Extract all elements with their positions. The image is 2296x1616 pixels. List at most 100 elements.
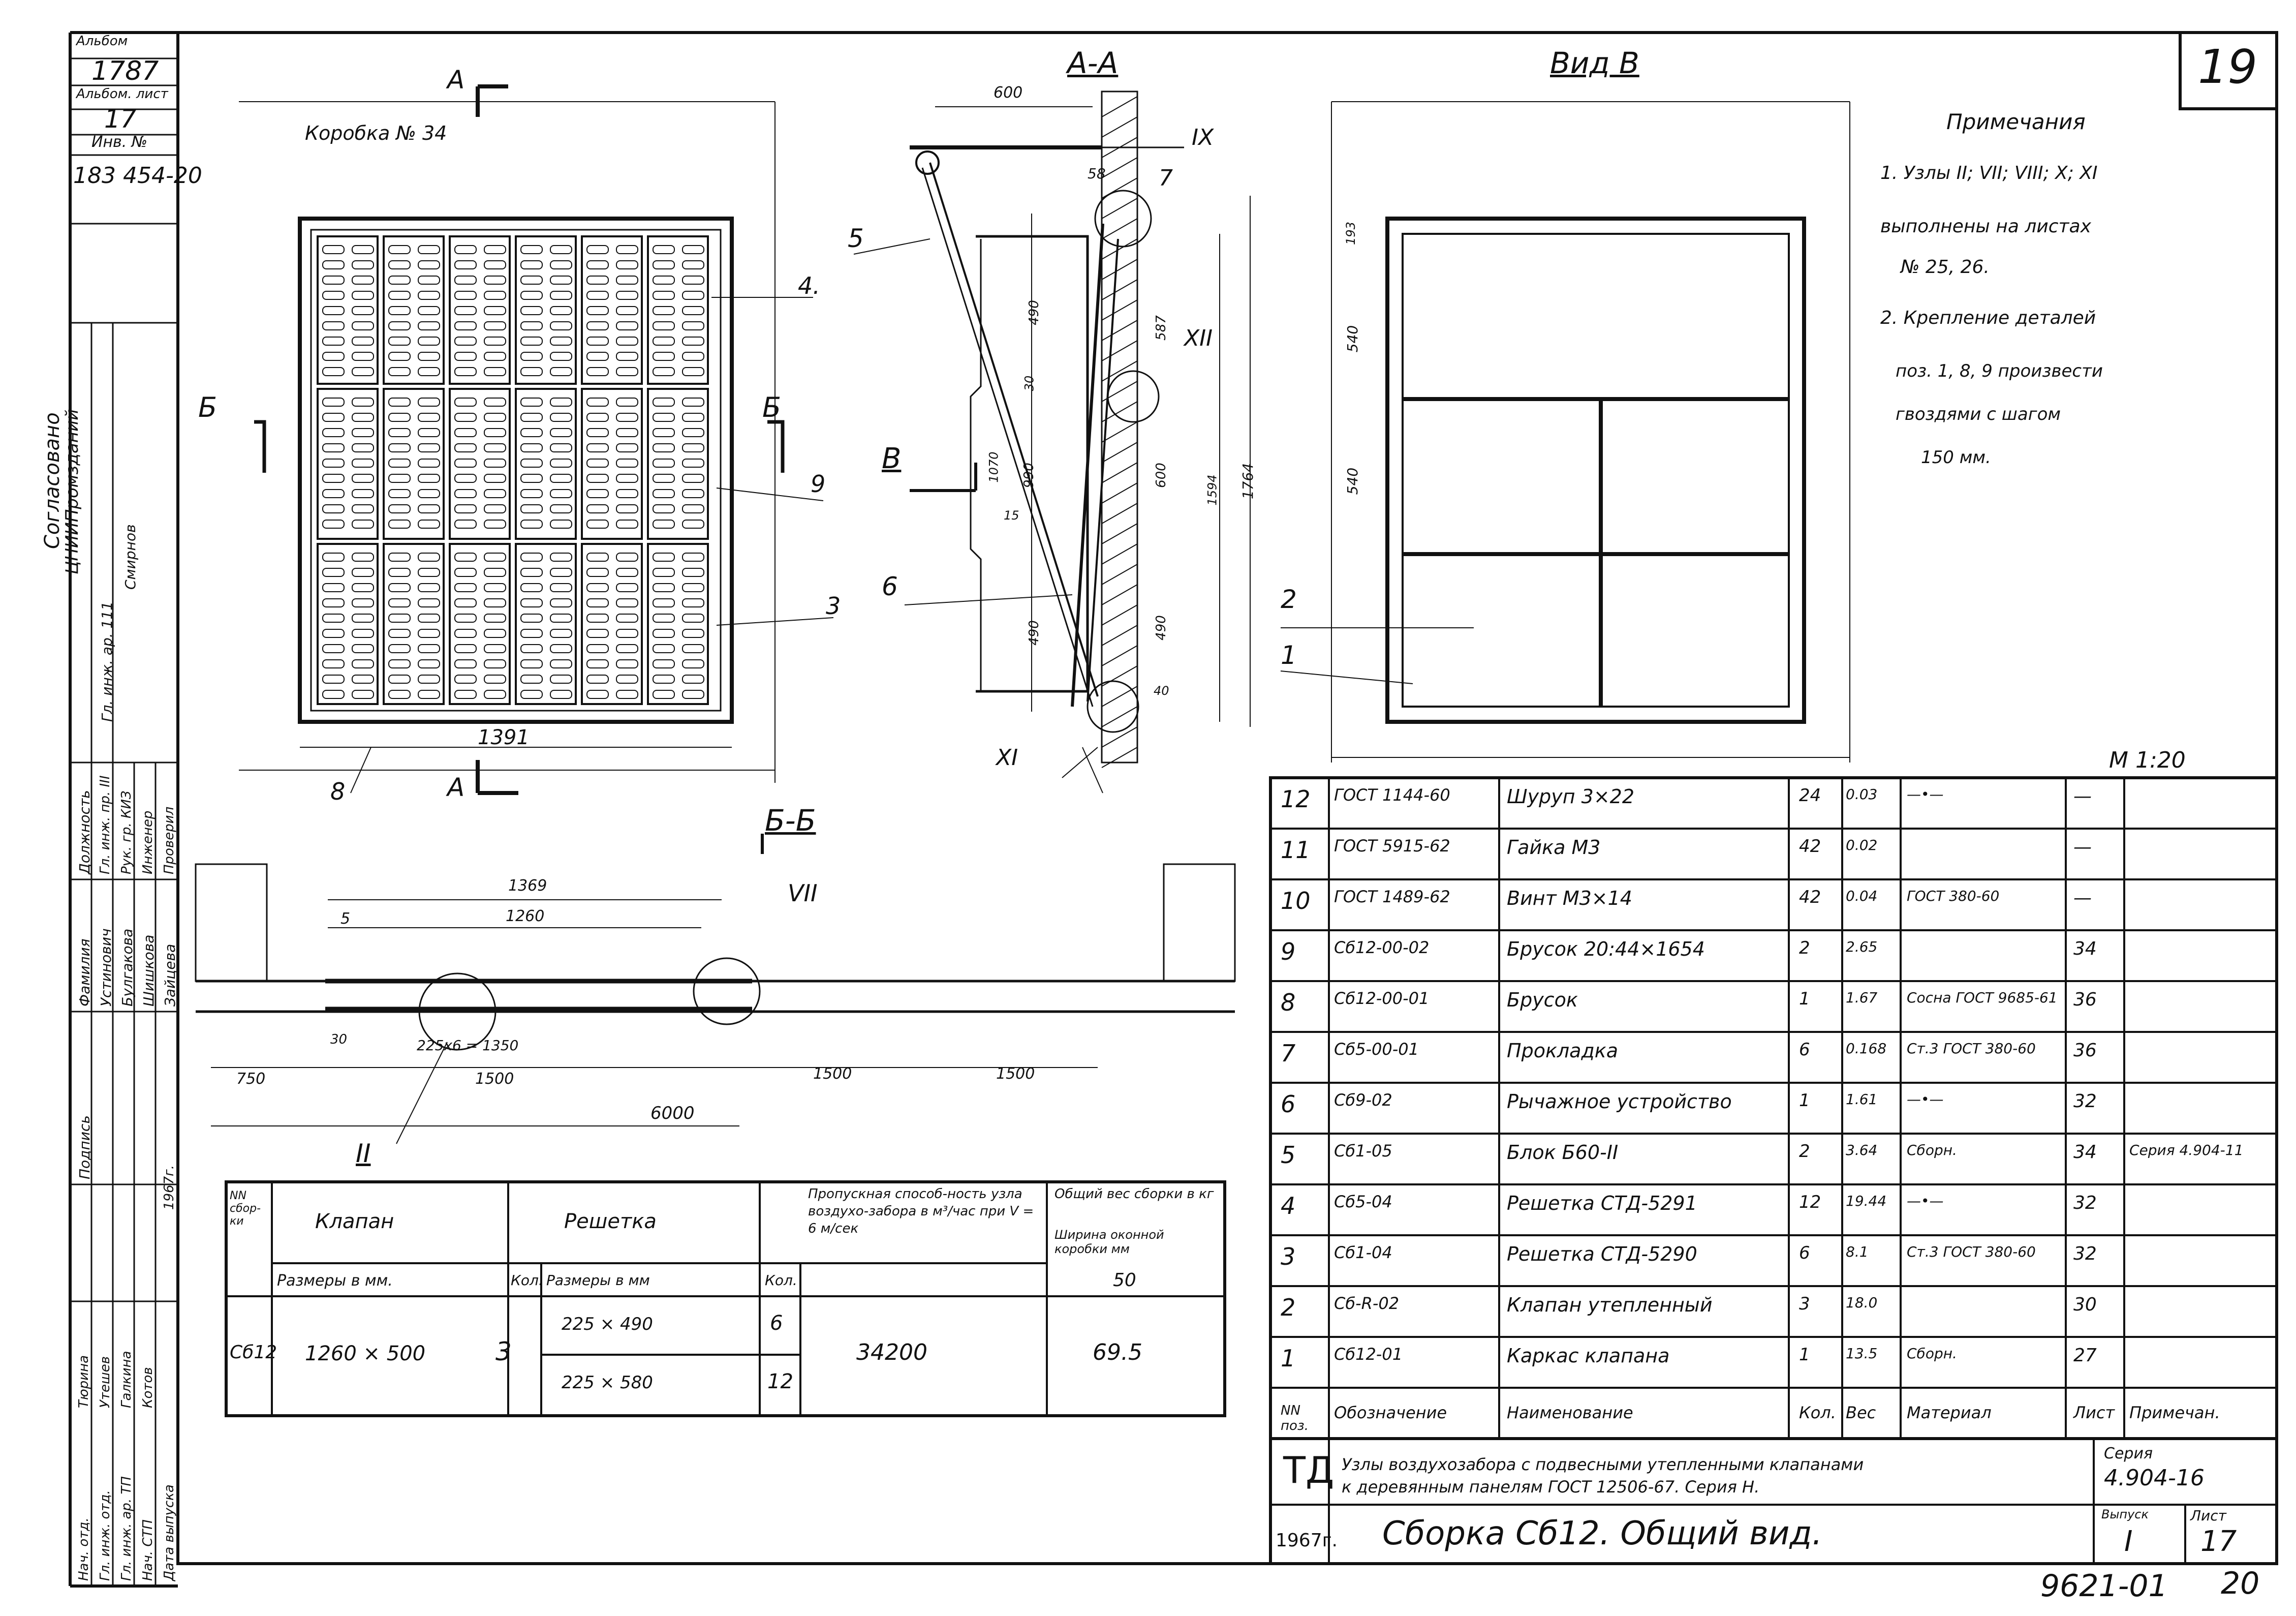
wall-hatch-line xyxy=(1101,238,1138,260)
left-strip-grid xyxy=(70,57,178,1586)
spec-table-grid xyxy=(1269,776,2278,1440)
grille-slot xyxy=(550,520,572,529)
grille-slot xyxy=(322,459,345,468)
grille-slot xyxy=(484,675,506,684)
kt-h-r-sizes: Размеры в мм xyxy=(546,1272,650,1289)
wall-hatch-line xyxy=(1101,259,1138,280)
grille-slot xyxy=(352,614,374,623)
grille-slot xyxy=(616,629,638,638)
spec-cell-name: Брусок 20:44×1654 xyxy=(1507,938,1705,960)
front-view-box-label: Коробка № 34 xyxy=(305,122,447,144)
grille-slot xyxy=(616,553,638,562)
grille-slot xyxy=(484,413,506,422)
grille-cell xyxy=(449,388,511,540)
grille-slot xyxy=(586,260,609,269)
stamp-row-2-name: Устинович xyxy=(98,928,114,1007)
stamp-row-8-role: Гл. инж. ар. ТП xyxy=(119,1476,134,1581)
grille-slot xyxy=(653,352,675,361)
grille-slot xyxy=(653,583,675,592)
grille-slot xyxy=(520,659,543,668)
spec-cell-name: Решетка СТД-5290 xyxy=(1507,1243,1697,1265)
grille-slot xyxy=(484,504,506,513)
kt-box-width-value: 50 xyxy=(1113,1270,1136,1291)
grille-slot xyxy=(454,398,477,407)
tb-sheet: 17 xyxy=(2200,1525,2237,1558)
spec-cell-weight: 13.5 xyxy=(1846,1345,1878,1362)
aa-dim-3: 1070 xyxy=(986,451,1001,483)
view-b-dim-2: 540 xyxy=(1344,325,1361,353)
grille-slot xyxy=(616,276,638,285)
grille-slot xyxy=(586,675,609,684)
spec-cell-designation: Сб12-00-01 xyxy=(1334,989,1430,1008)
grille-slot xyxy=(616,306,638,315)
grille-slot xyxy=(616,398,638,407)
spec-cell-material: Сборн. xyxy=(1907,1345,1957,1362)
spec-cell-weight: 19.44 xyxy=(1846,1193,1887,1209)
spec-cell-pos: 9 xyxy=(1281,938,1296,965)
grille-slot xyxy=(322,352,345,361)
grille-slot xyxy=(352,291,374,300)
bb-dim-1369: 1369 xyxy=(508,877,547,895)
bb-dim-1500-b: 1500 xyxy=(813,1065,852,1083)
grille-slot xyxy=(484,443,506,452)
spec-cell-qty: 6 xyxy=(1799,1243,1810,1263)
grille-slot xyxy=(388,598,411,607)
grille-slot xyxy=(586,644,609,653)
stamp-row-7-role: Гл. инж. отд. xyxy=(98,1490,113,1581)
wall-hatch-line xyxy=(1101,604,1138,626)
scale-label: М 1:20 xyxy=(2109,747,2186,773)
grille-slot xyxy=(418,644,440,653)
grille-slot xyxy=(616,443,638,452)
grille-slot xyxy=(322,614,345,623)
grille-slot xyxy=(352,306,374,315)
bb-dim-5: 5 xyxy=(340,910,351,928)
spec-header-weight: Вес xyxy=(1846,1403,1876,1422)
grille-slot xyxy=(352,321,374,330)
spec-cell-name: Каркас клапана xyxy=(1507,1345,1670,1367)
grille-slot xyxy=(586,352,609,361)
grille-slot xyxy=(682,398,704,407)
grille-slot xyxy=(550,428,572,437)
grille-slot xyxy=(352,443,374,452)
grille-slot xyxy=(388,675,411,684)
grille-slot xyxy=(418,474,440,483)
grille-slot xyxy=(388,629,411,638)
grille-slot xyxy=(352,367,374,376)
spec-cell-designation: Сб-R-02 xyxy=(1334,1294,1400,1313)
grille-slot xyxy=(454,443,477,452)
grille-cell xyxy=(581,388,643,540)
wall-hatch-line xyxy=(1101,482,1138,504)
grille-slot xyxy=(550,598,572,607)
grille-slot xyxy=(586,568,609,577)
grille-slot xyxy=(352,659,374,668)
wall-hatch-line xyxy=(1101,198,1138,219)
grille-slot xyxy=(682,306,704,315)
stamp-row-3-role: Рук. гр. КИЗ xyxy=(119,790,134,874)
klapan-table-grid xyxy=(225,1180,1226,1417)
aa-dim-7: 587 xyxy=(1153,315,1169,341)
wall-hatch-line xyxy=(1101,157,1138,178)
spec-cell-sheet: 36 xyxy=(2073,989,2097,1010)
grille-slot xyxy=(586,553,609,562)
tb-drawing-title: Сборка Сб12. Общий вид. xyxy=(1382,1515,1822,1552)
grille-slot xyxy=(388,553,411,562)
grille-slot xyxy=(418,568,440,577)
aa-dim-12: 40 xyxy=(1154,684,1169,698)
grille-slot xyxy=(653,675,675,684)
spec-header-designation: Обозначение xyxy=(1334,1403,1447,1422)
grille-slot xyxy=(653,598,675,607)
grille-slot xyxy=(388,276,411,285)
grille-slot xyxy=(653,644,675,653)
section-mark-top: А xyxy=(447,65,465,95)
grille-cell xyxy=(449,235,511,385)
view-b-pos-2: 2 xyxy=(1281,585,1297,614)
grille-slot xyxy=(454,321,477,330)
grille-slot xyxy=(484,306,506,315)
grille-slot xyxy=(520,520,543,529)
spec-cell-qty: 1 xyxy=(1799,1090,1810,1111)
aa-dim-4: 990 xyxy=(1021,463,1037,488)
grille-slot xyxy=(682,474,704,483)
spec-cell-name: Шуруп 3×22 xyxy=(1507,785,1635,808)
grille-slot xyxy=(550,245,572,254)
grille-slot xyxy=(653,245,675,254)
